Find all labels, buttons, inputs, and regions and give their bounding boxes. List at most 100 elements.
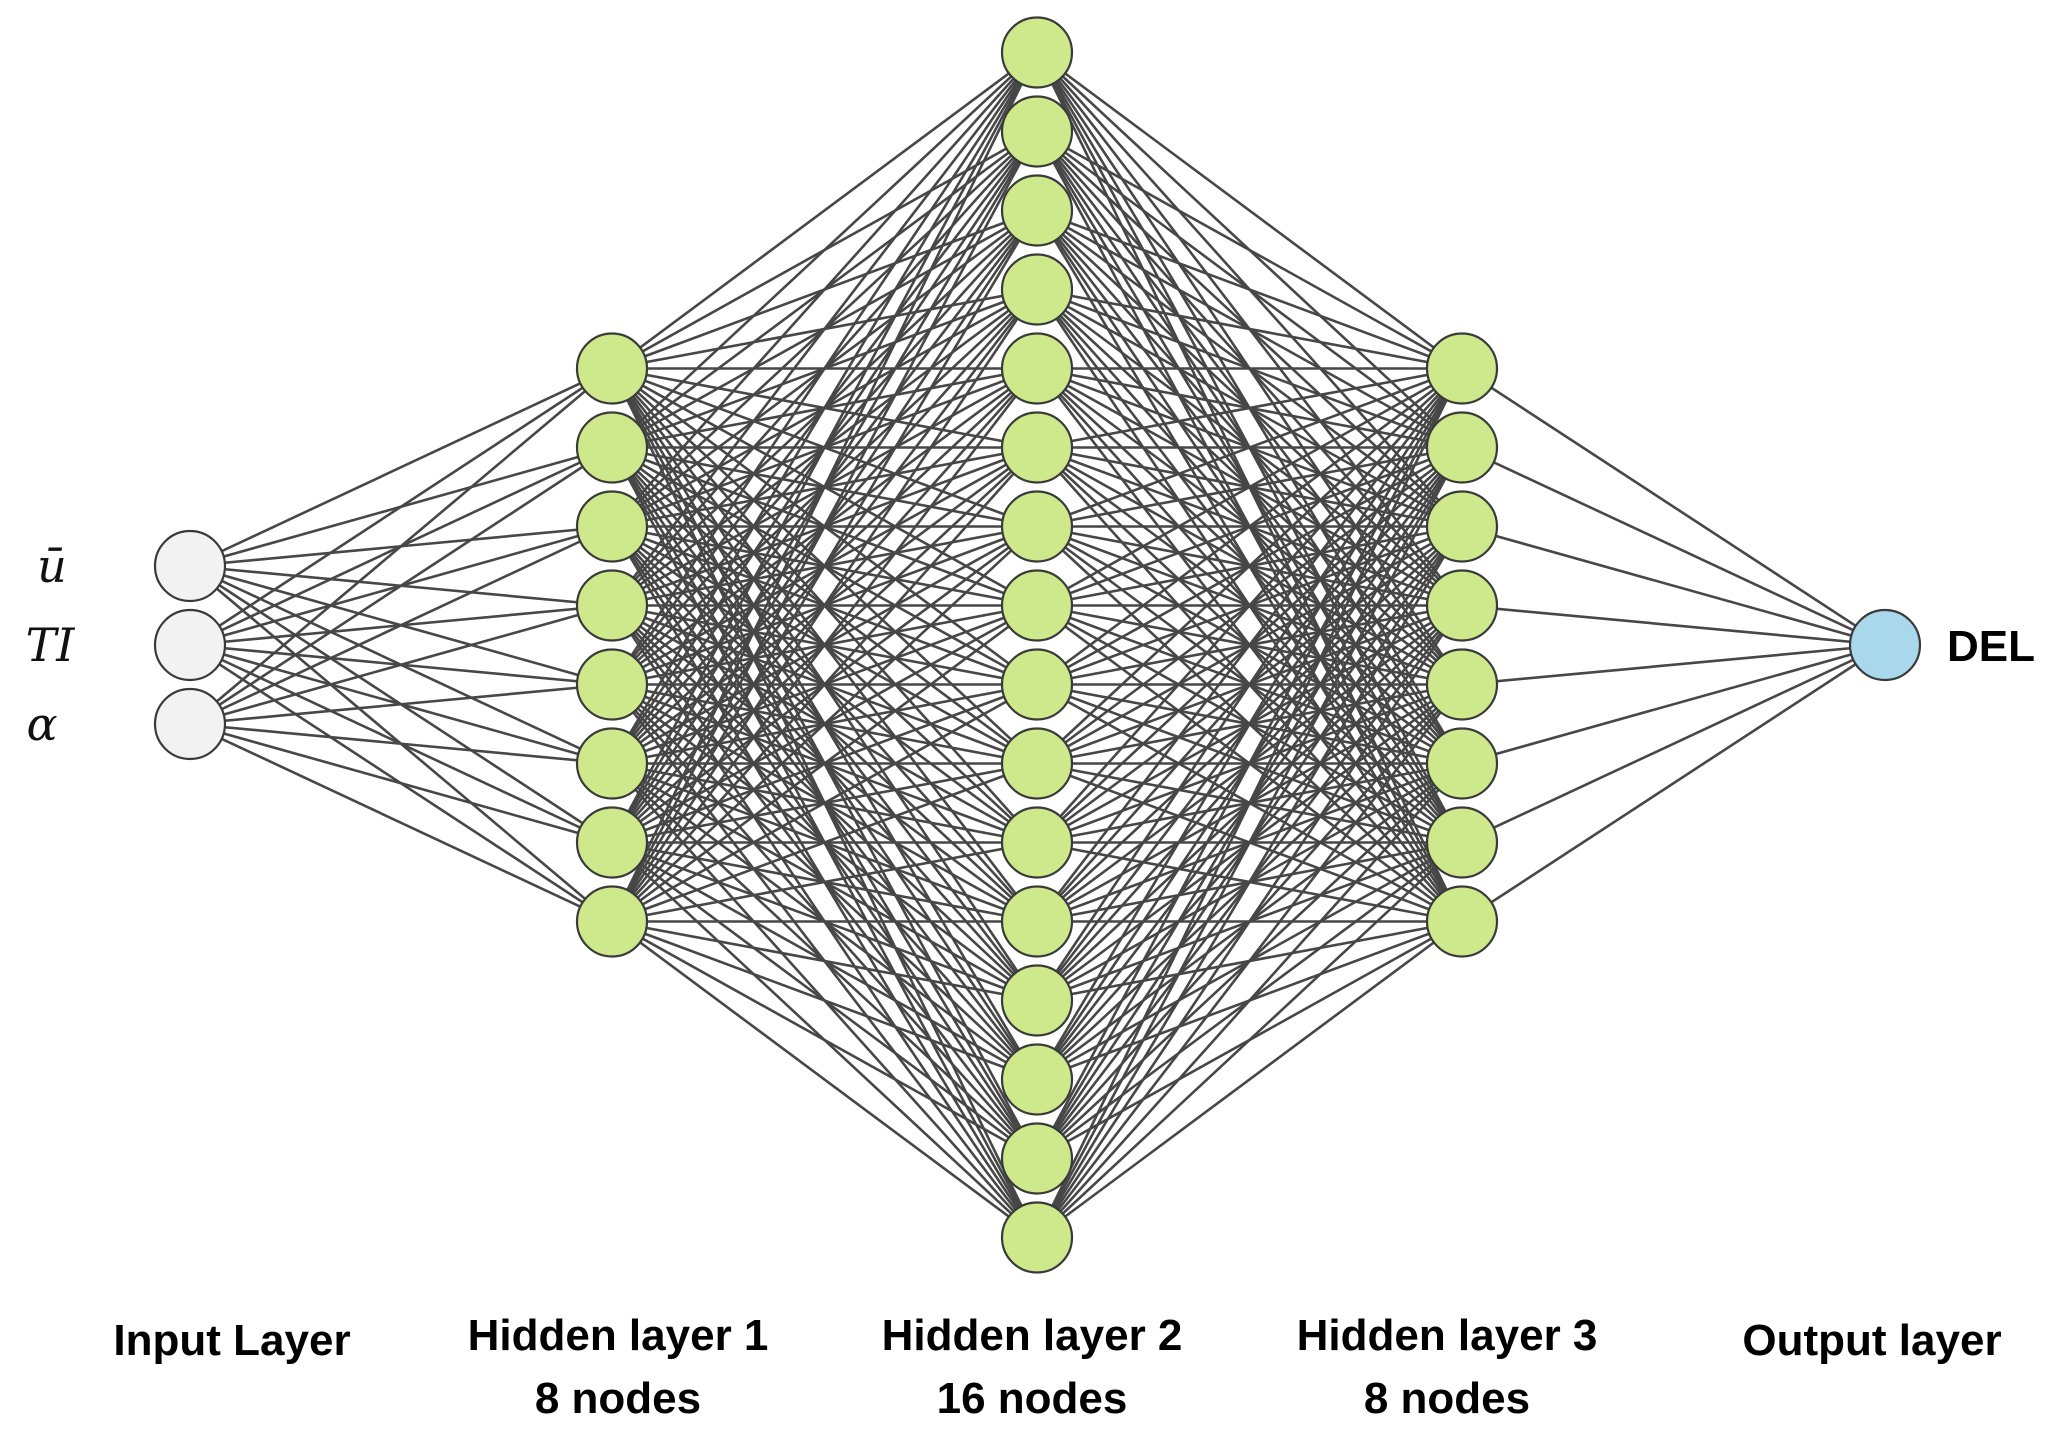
node-layer5-1 xyxy=(1848,608,1922,682)
node-layer3-14 xyxy=(1000,1043,1074,1116)
node-layer3-3 xyxy=(1000,174,1074,247)
layer-caption-4: Hidden layer 3 xyxy=(1297,1311,1598,1360)
edge-l3-n16-to-n8 xyxy=(1036,920,1463,1239)
output-label: DEL xyxy=(1947,622,2035,671)
node-layer3-1 xyxy=(1000,16,1074,89)
edge-l2-n2-to-n1 xyxy=(611,51,1038,449)
node-layer3-7 xyxy=(1000,490,1074,563)
edge-l4-n3-to-n1 xyxy=(1461,525,1886,647)
edge-l4-n1-to-n1 xyxy=(1461,367,1886,647)
node-layer2-8 xyxy=(575,885,649,958)
edge-l2-n8-to-n11 xyxy=(611,841,1038,923)
edge-l2-n8-to-n5 xyxy=(610,367,1039,923)
edge-l3-n9-to-n1 xyxy=(1036,367,1463,686)
input-label-3: α xyxy=(26,697,57,751)
edge-l3-n16-to-n4 xyxy=(1035,604,1464,1239)
edge-l3-n13-to-n1 xyxy=(1035,367,1464,1002)
node-layer4-2 xyxy=(1425,411,1499,484)
layer-caption-2-sub: 8 nodes xyxy=(535,1374,701,1423)
edge-l2-n8-to-n8 xyxy=(611,604,1038,923)
edge-l2-n8-to-n16 xyxy=(611,920,1038,1239)
edge-l4-n4-to-n1 xyxy=(1461,604,1886,647)
node-layer4-5 xyxy=(1425,648,1499,721)
edge-l2-n8-to-n6 xyxy=(611,446,1038,923)
edge-l2-n8-to-n9 xyxy=(611,683,1038,923)
node-layer4-4 xyxy=(1425,569,1499,642)
edge-l3-n2-to-n1 xyxy=(1036,130,1463,370)
layer-caption-3-sub: 16 nodes xyxy=(937,1374,1128,1423)
node-layer3-15 xyxy=(1000,1122,1074,1195)
edge-l4-n6-to-n1 xyxy=(1461,643,1886,765)
layer-caption-1: Input Layer xyxy=(113,1316,350,1365)
edge-l1-n3-to-n7 xyxy=(189,722,613,844)
edge-l3-n15-to-n1 xyxy=(1035,367,1464,1160)
edge-l1-n3-to-n5 xyxy=(189,683,613,726)
node-layer3-10 xyxy=(1000,727,1074,800)
node-layer2-2 xyxy=(575,411,649,484)
node-layer4-3 xyxy=(1425,490,1499,563)
edge-l4-n5-to-n1 xyxy=(1461,643,1886,686)
edge-l2-n8-to-n14 xyxy=(611,920,1038,1081)
edge-l3-n4-to-n1 xyxy=(1036,288,1463,370)
edge-l4-n2-to-n1 xyxy=(1461,446,1886,647)
edge-l3-n11-to-n1 xyxy=(1036,367,1463,844)
node-layer4-1 xyxy=(1425,332,1499,405)
node-layer3-5 xyxy=(1000,332,1074,405)
labels: ūTI α DEL Input Layer Hidden layer 1 8 nodes H… xyxy=(26,539,2035,1423)
edge-l2-n5-to-n1 xyxy=(610,51,1039,686)
node-layer3-4 xyxy=(1000,253,1074,326)
edge-l2-n8-to-n1 xyxy=(610,51,1039,923)
layer-caption-2: Hidden layer 1 xyxy=(468,1311,769,1360)
input-label-2: TI xyxy=(26,618,76,672)
node-layer2-4 xyxy=(575,569,649,642)
edge-l2-n1-to-n1 xyxy=(611,51,1038,370)
edge-l1-n3-to-n8 xyxy=(189,722,613,923)
edge-l3-n16-to-n1 xyxy=(1035,367,1464,1239)
edge-l2-n8-to-n4 xyxy=(610,288,1039,923)
input-label-1: ū xyxy=(37,539,67,593)
node-layer2-5 xyxy=(575,648,649,721)
edge-l2-n7-to-n1 xyxy=(610,51,1039,844)
edge-l3-n14-to-n1 xyxy=(1035,367,1464,1081)
node-layer3-12 xyxy=(1000,885,1074,958)
connections xyxy=(189,51,1886,1239)
node-layer3-8 xyxy=(1000,569,1074,642)
edge-l2-n6-to-n1 xyxy=(610,51,1039,765)
edge-l1-n3-to-n6 xyxy=(189,722,613,765)
node-layer2-6 xyxy=(575,727,649,800)
edge-l4-n8-to-n1 xyxy=(1461,643,1886,923)
edge-l3-n8-to-n1 xyxy=(1036,367,1463,607)
node-layer2-3 xyxy=(575,490,649,563)
edge-l3-n16-to-n5 xyxy=(1035,683,1464,1239)
edge-l3-n16-to-n6 xyxy=(1036,762,1463,1239)
edge-l1-n3-to-n1 xyxy=(189,367,613,725)
edge-l3-n6-to-n1 xyxy=(1036,367,1463,449)
edge-l3-n1-to-n1 xyxy=(1036,51,1463,370)
edge-l3-n10-to-n1 xyxy=(1036,367,1463,765)
edge-l3-n7-to-n1 xyxy=(1036,367,1463,528)
edge-l1-n3-to-n2 xyxy=(189,446,613,726)
node-layer1-2 xyxy=(153,608,227,682)
edge-l2-n8-to-n2 xyxy=(610,130,1039,923)
node-layer1-1 xyxy=(153,529,227,603)
edge-l3-n12-to-n1 xyxy=(1035,367,1464,923)
edge-l2-n8-to-n15 xyxy=(611,920,1038,1160)
edge-l1-n3-to-n4 xyxy=(189,604,613,726)
node-layer3-13 xyxy=(1000,964,1074,1037)
edge-l3-n16-to-n3 xyxy=(1035,525,1464,1239)
node-layer1-3 xyxy=(153,687,227,761)
edge-l2-n8-to-n13 xyxy=(611,920,1038,1002)
node-layer3-6 xyxy=(1000,411,1074,484)
edge-l2-n8-to-n3 xyxy=(610,209,1039,923)
edge-l1-n1-to-n1 xyxy=(189,367,613,568)
node-layer2-1 xyxy=(575,332,649,405)
nodes xyxy=(153,16,1922,1274)
edge-l2-n3-to-n1 xyxy=(611,51,1038,528)
edge-l1-n3-to-n3 xyxy=(189,525,613,726)
edge-l2-n8-to-n10 xyxy=(611,762,1038,923)
node-layer4-6 xyxy=(1425,727,1499,800)
node-layer3-2 xyxy=(1000,95,1074,168)
node-layer3-9 xyxy=(1000,648,1074,721)
node-layer4-8 xyxy=(1425,885,1499,958)
